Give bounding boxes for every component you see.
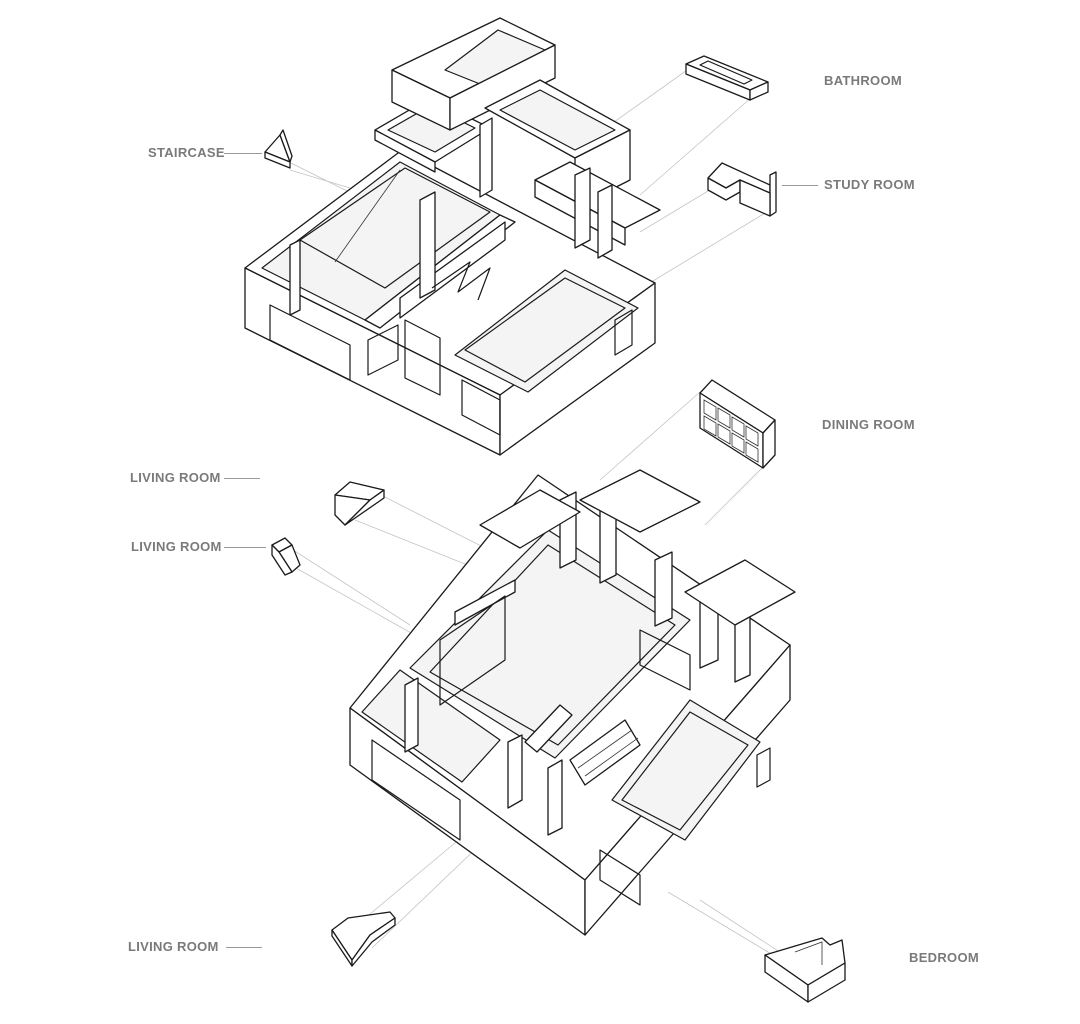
upper-window-front — [461, 379, 501, 436]
lower-window-left — [371, 739, 461, 841]
label-study-room: STUDY ROOM — [824, 177, 915, 192]
leader-living-room-3 — [226, 947, 262, 948]
upper-room-right-void — [454, 269, 639, 393]
leader-living-room-2 — [224, 547, 266, 548]
upper-floor-volume — [244, 17, 661, 456]
label-living-room-1: LIVING ROOM — [130, 470, 221, 485]
living-room-module-1 — [334, 481, 385, 526]
lower-floor-volume — [349, 469, 796, 936]
projection-lines — [284, 67, 816, 976]
lower-bedroom-void — [611, 699, 761, 841]
leader-living-room-1 — [224, 478, 260, 479]
lower-hall-door — [439, 595, 506, 706]
label-staircase: STAIRCASE — [148, 145, 225, 160]
label-bathroom: BATHROOM — [824, 73, 902, 88]
label-dining-room: DINING ROOM — [822, 417, 915, 432]
upper-window-left — [269, 304, 351, 381]
upper-door — [404, 319, 441, 396]
staircase-module — [264, 129, 293, 169]
label-bedroom: BEDROOM — [909, 950, 979, 965]
living-room-module-3 — [331, 911, 396, 967]
label-living-room-3: LIVING ROOM — [128, 939, 219, 954]
bedroom-module — [764, 937, 846, 1003]
leader-staircase — [224, 153, 262, 154]
bathroom-module — [685, 55, 769, 101]
dining-room-module — [699, 379, 776, 469]
study-room-module — [707, 162, 777, 217]
label-living-room-2: LIVING ROOM — [131, 539, 222, 554]
living-room-module-2 — [271, 537, 301, 576]
leader-study-room — [782, 185, 818, 186]
